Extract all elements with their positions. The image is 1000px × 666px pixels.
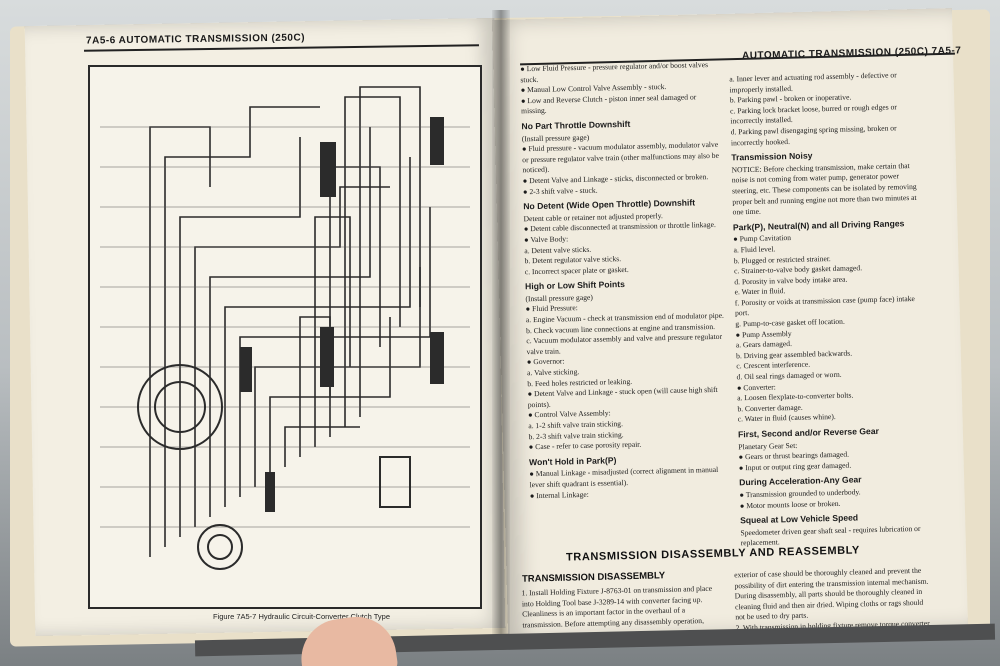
text-line: ● Low and Reverse Clutch - piston inner …	[520, 92, 697, 116]
text-line: exterior of case should be thoroughly cl…	[734, 565, 929, 622]
hydraulic-circuit-lines	[100, 86, 470, 570]
disassembly-column-1: 1. Install Holding Fixture J-8763-01 on …	[522, 584, 723, 631]
text-line: ● Fluid pressure - vacuum modulator asse…	[521, 140, 720, 175]
right-page-column-1: ● Low Fluid Pressure - pressure regulato…	[520, 60, 730, 502]
book-gutter	[492, 10, 510, 650]
right-page-column-2: a. Inner lever and actuating rod assembl…	[729, 70, 936, 550]
text-line: d. Parking pawl disengaging spring missi…	[730, 123, 897, 147]
figure-caption: Figure 7A5-7 Hydraulic Circuit-Converter…	[213, 612, 391, 621]
text-line: NOTICE: Before checking transmission, ma…	[731, 160, 917, 217]
hydraulic-circuit-diagram	[88, 65, 482, 609]
